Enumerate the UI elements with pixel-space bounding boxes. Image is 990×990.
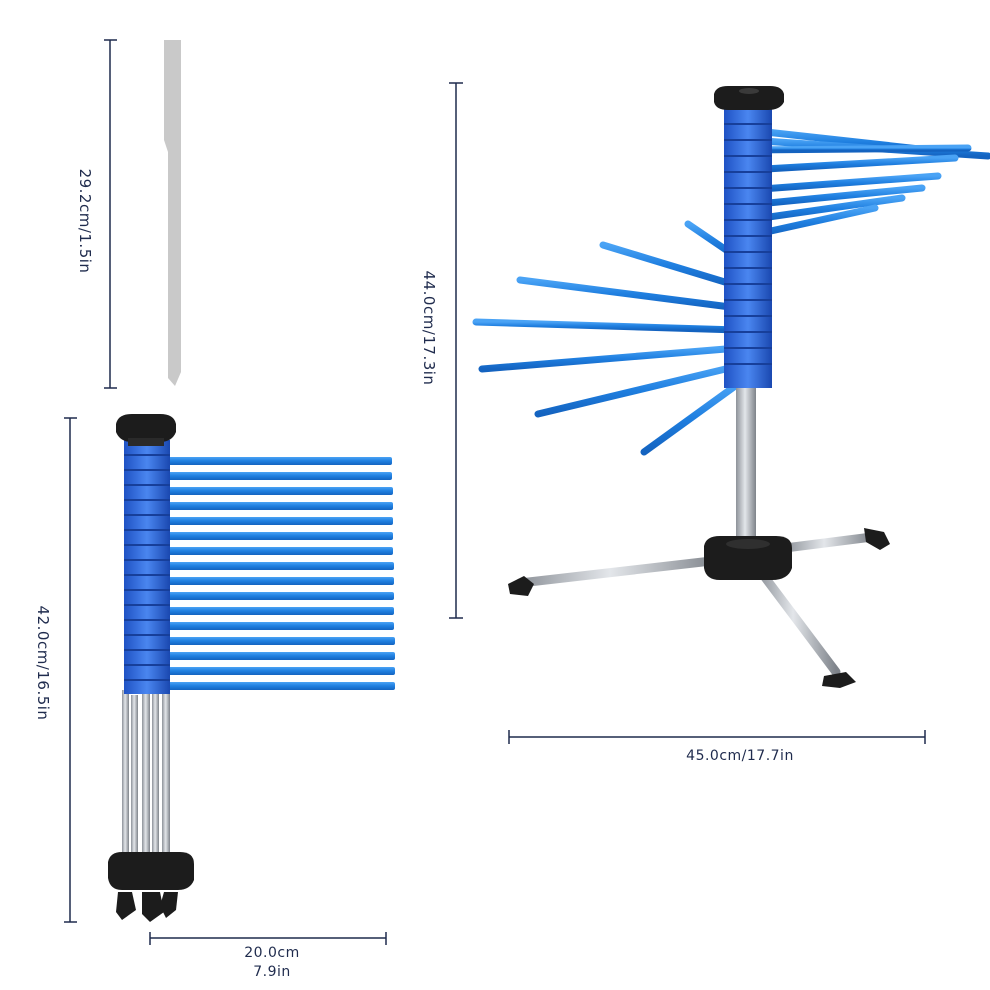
tripod-feet <box>508 528 890 688</box>
folded-legs <box>122 688 170 867</box>
folded-base <box>108 852 194 922</box>
open-rack-image <box>472 86 990 688</box>
folded-blue-rods <box>166 457 395 690</box>
center-pole <box>736 385 756 545</box>
rod-length-dimension-line <box>104 39 117 389</box>
single-rod-image <box>164 40 181 386</box>
open-height-label: 44.0cm/17.3in <box>420 270 438 386</box>
folded-width-label: 20.0cm 7.9in <box>212 944 332 982</box>
tripod-legs <box>515 532 877 677</box>
folded-width-in: 7.9in <box>253 964 291 980</box>
folded-height-label: 42.0cm/16.5in <box>34 605 52 721</box>
open-height-dimension-line <box>449 82 463 619</box>
open-width-label: 45.0cm/17.7in <box>686 748 794 764</box>
folded-top-knob <box>116 414 176 446</box>
tripod-base <box>704 536 792 580</box>
folded-width-cm: 20.0cm <box>244 945 300 961</box>
folded-height-dimension-line <box>64 417 77 923</box>
folded-width-dimension-line <box>149 932 387 945</box>
folded-hub-segments <box>124 454 170 681</box>
folded-rack-image <box>108 414 395 922</box>
open-blue-rods <box>472 126 990 456</box>
open-width-dimension-line <box>508 730 926 744</box>
open-hub-segments <box>724 123 772 365</box>
open-hub <box>724 108 772 388</box>
open-top-knob <box>714 86 784 110</box>
rod-length-label: 29.2cm/1.5in <box>76 168 94 274</box>
